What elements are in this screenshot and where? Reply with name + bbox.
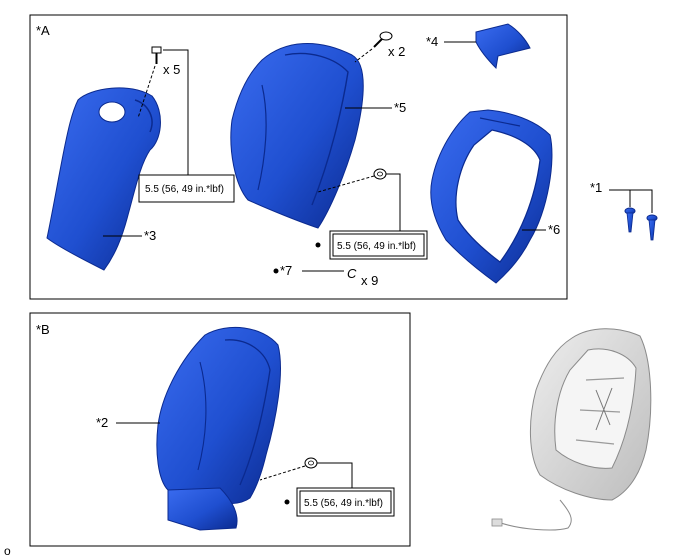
torque-bottom-text: 5.5 (56, 49 in.*lbf) xyxy=(304,498,383,509)
torque-center-bullet xyxy=(315,242,321,248)
callout-2: *2 xyxy=(96,415,108,430)
part-3-shield xyxy=(46,87,161,271)
torque-left-text: 5.5 (56, 49 in.*lbf) xyxy=(145,184,224,195)
screw-leader-dashed xyxy=(354,48,373,63)
nut-b-leader-dashed xyxy=(259,465,306,481)
callout-7-bullet xyxy=(273,268,279,274)
panel-b-label: *B xyxy=(36,322,50,337)
torque-left-leader xyxy=(163,49,189,175)
bolt-leader-dashed xyxy=(137,65,156,119)
torque-bottom-bullet xyxy=(284,499,290,505)
part-5-seatback-pad xyxy=(230,43,364,229)
callout-3: *3 xyxy=(144,228,156,243)
callout-1: *1 xyxy=(590,180,602,195)
part-6-back-board xyxy=(430,109,553,284)
callout-6: *6 xyxy=(548,222,560,237)
torque-left-box xyxy=(138,174,235,203)
corner-mark: o xyxy=(4,544,11,558)
nut-icon xyxy=(373,168,387,180)
callout-5: *5 xyxy=(394,100,406,115)
torque-center-text: 5.5 (56, 49 in.*lbf) xyxy=(337,241,416,252)
callout-7: *7 xyxy=(280,263,292,278)
panel-a-frame xyxy=(29,14,568,300)
torque-center-box-outer xyxy=(329,230,428,260)
clip-quantity: x 9 xyxy=(361,273,378,288)
callout-4: *4 xyxy=(426,34,438,49)
pin-icon xyxy=(646,214,658,241)
screw-quantity: x 2 xyxy=(388,44,405,59)
clip-icon: C xyxy=(347,266,357,281)
nut-icon xyxy=(304,457,318,469)
panel-b-frame xyxy=(29,312,411,547)
torque-center-box-inner xyxy=(332,233,425,257)
screw-icon xyxy=(373,31,393,48)
panel-a-label: *A xyxy=(36,23,50,38)
bolt-icon xyxy=(151,46,162,64)
torque-bottom-box-outer xyxy=(296,487,395,517)
part-4-cover xyxy=(475,23,531,70)
callout-1-leader xyxy=(609,189,653,213)
bolt-quantity: x 5 xyxy=(163,62,180,77)
torque-bottom-leader xyxy=(317,462,353,488)
torque-center-leader xyxy=(386,173,401,231)
torque-bottom-box-inner xyxy=(299,490,392,514)
seat-frame-location-view xyxy=(491,328,652,531)
part-2-seat-cushion xyxy=(156,326,281,531)
pin-icon xyxy=(624,207,636,233)
